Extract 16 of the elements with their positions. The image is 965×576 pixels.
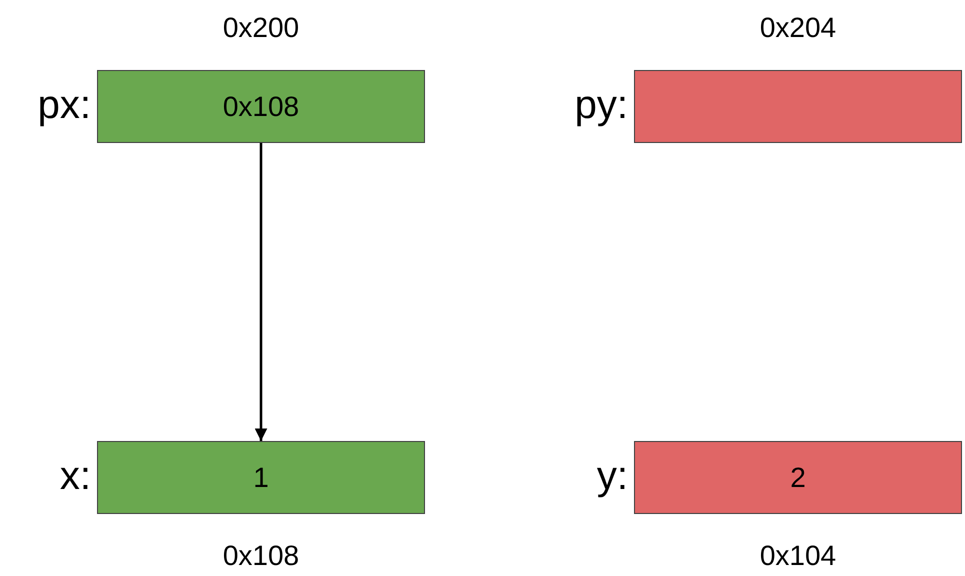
variable-name: px: xyxy=(36,84,91,124)
memory-cell xyxy=(97,70,425,143)
memory-cell xyxy=(634,441,962,514)
memory-cell xyxy=(97,441,425,514)
variable-name: py: xyxy=(574,84,628,124)
memory-address: 0x104 xyxy=(758,542,838,570)
memory-address: 0x108 xyxy=(222,542,300,570)
arrow xyxy=(254,143,268,441)
memory-address: 0x204 xyxy=(758,14,838,42)
cell-value: 2 xyxy=(790,462,806,494)
variable-name: y: xyxy=(596,456,628,496)
variable-name: x: xyxy=(58,456,91,496)
memory-address: 0x200 xyxy=(222,14,300,42)
cell-value: 1 xyxy=(253,462,269,494)
cell-value: 0x108 xyxy=(222,90,300,122)
memory-cell xyxy=(634,70,962,143)
